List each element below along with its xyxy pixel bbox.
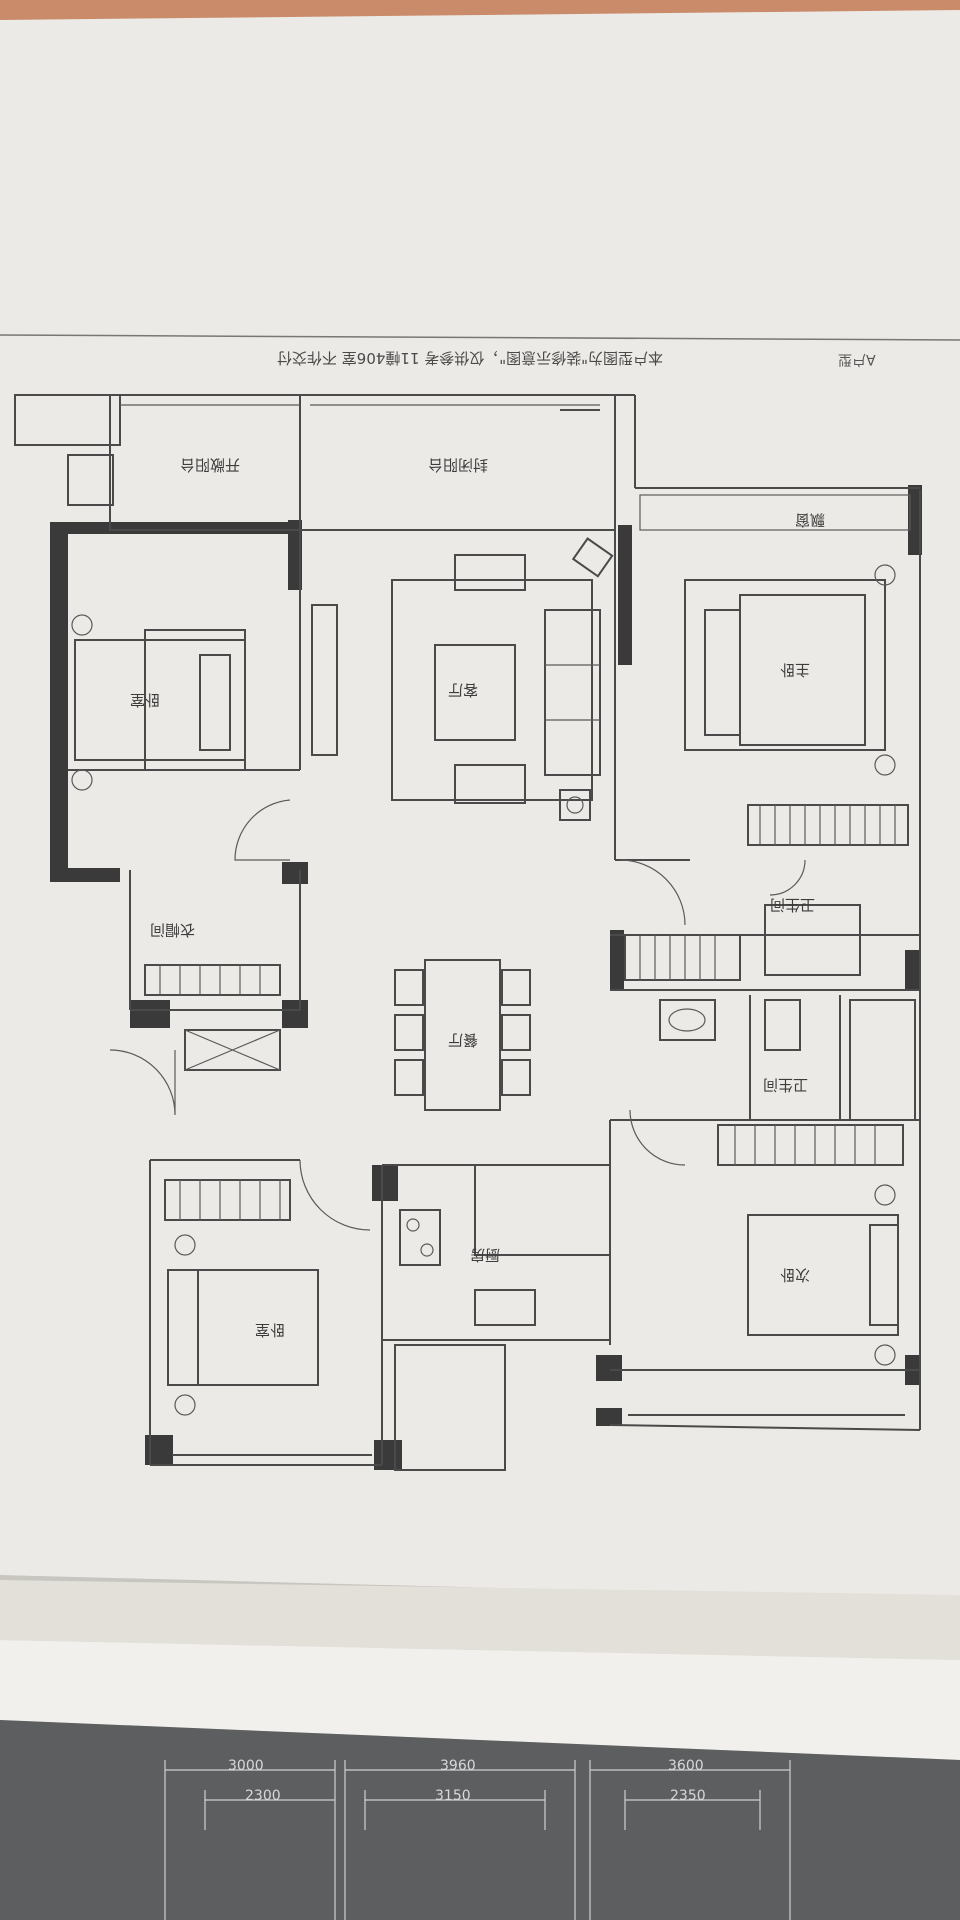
dimension-bottom-3: 2350	[670, 1788, 706, 1804]
bedroom-furniture	[71, 564, 899, 1416]
dimension-bottom-1: 2300	[245, 1788, 281, 1804]
wardrobes	[144, 804, 909, 1221]
fixtures	[184, 904, 916, 1326]
dimension-top-3: 3600	[668, 1758, 704, 1774]
balcony-outline	[14, 394, 920, 531]
dimension-top-2: 3960	[440, 1758, 476, 1774]
outer-walls	[50, 485, 922, 1470]
dimension-bottom-2: 3150	[435, 1788, 471, 1804]
dining-furniture	[394, 959, 531, 1111]
dimension-top-1: 3000	[228, 1758, 264, 1774]
door-swings	[109, 799, 806, 1231]
living-room-furniture	[311, 537, 614, 821]
